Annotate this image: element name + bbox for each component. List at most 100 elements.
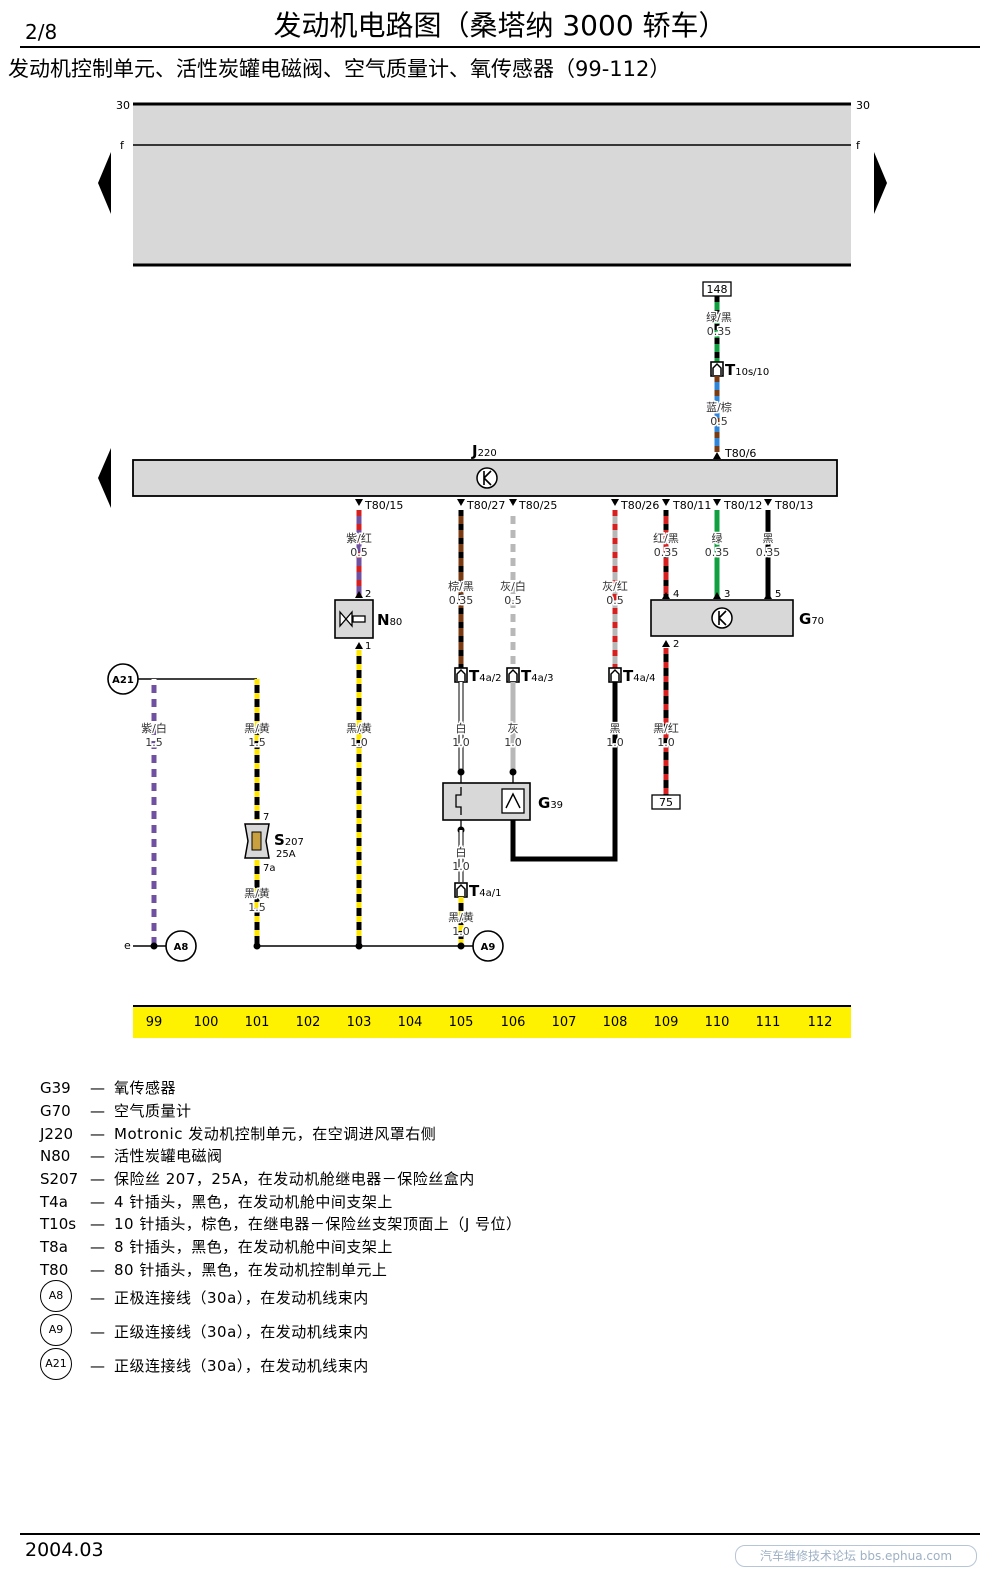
wire-105c-size: 1.0 [452,925,470,938]
wire-148-color: 绿/黑 [706,310,732,324]
wire-103-size: 1.0 [350,736,368,749]
node-101-junction [253,942,261,950]
track-102: 102 [296,1015,321,1030]
circle-a21 [107,663,139,695]
legend-dash: — [90,1323,105,1341]
g70-pin-3: 3 [724,589,730,600]
track-101: 101 [245,1015,270,1030]
g70-pin-2: 2 [673,639,679,650]
legend-code: G70 [40,1102,71,1120]
track-108: 108 [603,1015,628,1030]
wire-108-size: 1.0 [606,736,624,749]
wire-101b-color: 黑/黄 [244,886,270,900]
legend-code: T8a [40,1238,68,1256]
track-112: 112 [808,1015,833,1030]
relay-panel [133,102,851,267]
s207-fuse-icon [244,823,270,859]
track-107: 107 [552,1015,577,1030]
track-105: 105 [449,1015,474,1030]
pin-t80-26: T80/26 [620,499,659,512]
watermark: 汽车维修技术论坛 bbs.ephua.com [735,1545,977,1567]
wire-26-size: 0.5 [606,594,624,607]
legend-code: J220 [40,1125,74,1143]
wire-25-size: 0.5 [504,594,522,607]
legend-desc: 8 针插头，黑色，在发动机舱中间支架上 [114,1238,393,1256]
n80-pin2-arrow-icon [355,591,363,598]
wire-106-color: 灰 [508,721,519,735]
legend-code: T4a [40,1193,68,1211]
track-99: 99 [146,1015,163,1030]
legend-dash: — [90,1102,105,1120]
legend-dash: — [90,1357,105,1375]
n80-pin1-arrow-icon [355,642,363,649]
g39-lambda-icon [501,788,525,814]
connector-t4a1-icon [454,882,468,898]
wire-a21-size: 1.5 [145,736,163,749]
wire-black-108 [510,682,618,862]
pin-t80-6: T80/6 [724,447,756,460]
legend-dash: — [90,1125,105,1143]
connector-t4a4-label: T4a/4 [623,667,655,685]
wire-105c-color: 黑/黄 [448,910,474,924]
circle-a8 [165,930,197,962]
circle-a8-label: A8 [174,942,189,953]
rail-f-left: f [120,139,125,152]
connector-t10s10-icon [710,361,724,377]
pin-arrow-t806-icon [713,452,721,459]
box-75 [651,794,681,810]
legend-dash: — [90,1215,105,1233]
wire-15-color: 紫/红 [346,532,372,545]
n80-solenoid-valve-icon [339,610,366,628]
wire-108-color: 黑 [610,722,621,735]
wire-101-size: 1.5 [248,736,266,749]
wire-26-color: 灰/红 [602,579,628,593]
wire-103-color: 黑/黄 [346,721,372,735]
wire-12-color: 绿 [712,531,723,545]
legend-dash: — [90,1170,105,1188]
wire-13-color: 黑 [763,532,774,545]
g70-label: G70 [799,610,824,628]
g70-pin5-arrow-icon [764,592,772,599]
node-a8-junction [150,942,158,950]
circle-a21-label: A21 [112,675,134,686]
page-title: 发动机电路图（桑塔纳 3000 轿车） [273,9,727,42]
wire-105-size: 1.0 [452,736,470,749]
wire-105b-size: 1.0 [452,860,470,873]
wire-13-size: 0.35 [756,546,781,559]
legend-desc: 正极连接线（30a），在发动机线束内 [114,1289,369,1307]
n80-label: N80 [377,611,402,629]
pin-t80-13: T80/13 [774,499,813,512]
g39-heater-icon [455,787,462,815]
legend-desc: 80 针插头，黑色，在发动机控制单元上 [114,1261,388,1279]
wire-27-color: 棕/黑 [448,579,474,593]
j220-label: J220 [471,442,497,460]
pin-t80-25: T80/25 [518,499,557,512]
box-148-label: 148 [707,283,728,296]
legend-code: N80 [40,1147,71,1165]
legend-desc: 4 针插头，黑色，在发动机舱中间支架上 [114,1193,393,1211]
pin-t80-27: T80/27 [466,499,505,512]
title-rule [20,46,980,48]
pin-t80-15: T80/15 [364,499,403,512]
wire-109-size: 1.0 [657,736,675,749]
rail-30-right: 30 [856,99,870,112]
legend-code: T80 [40,1261,69,1279]
g70-pin4-arrow-icon [662,592,670,599]
circle-a9 [472,930,504,962]
track-110: 110 [705,1015,730,1030]
g70-pin-4: 4 [673,589,679,600]
wire-101b-size: 1.5 [248,901,266,914]
j220-pin-arrows [355,499,772,506]
wire-27-size: 0.35 [449,594,474,607]
legend-code: S207 [40,1170,79,1188]
track-100: 100 [194,1015,219,1030]
node-103-junction [355,942,363,950]
pin-t80-12: T80/12 [723,499,762,512]
footer-date: 2004.03 [25,1539,104,1561]
legend-circle-a9: A9 [40,1314,72,1346]
legend-code: T10s [40,1215,77,1233]
connector-t4a1-label: T4a/1 [469,882,501,900]
rail-30-left: 30 [116,99,130,112]
g39-label: G39 [538,794,563,812]
